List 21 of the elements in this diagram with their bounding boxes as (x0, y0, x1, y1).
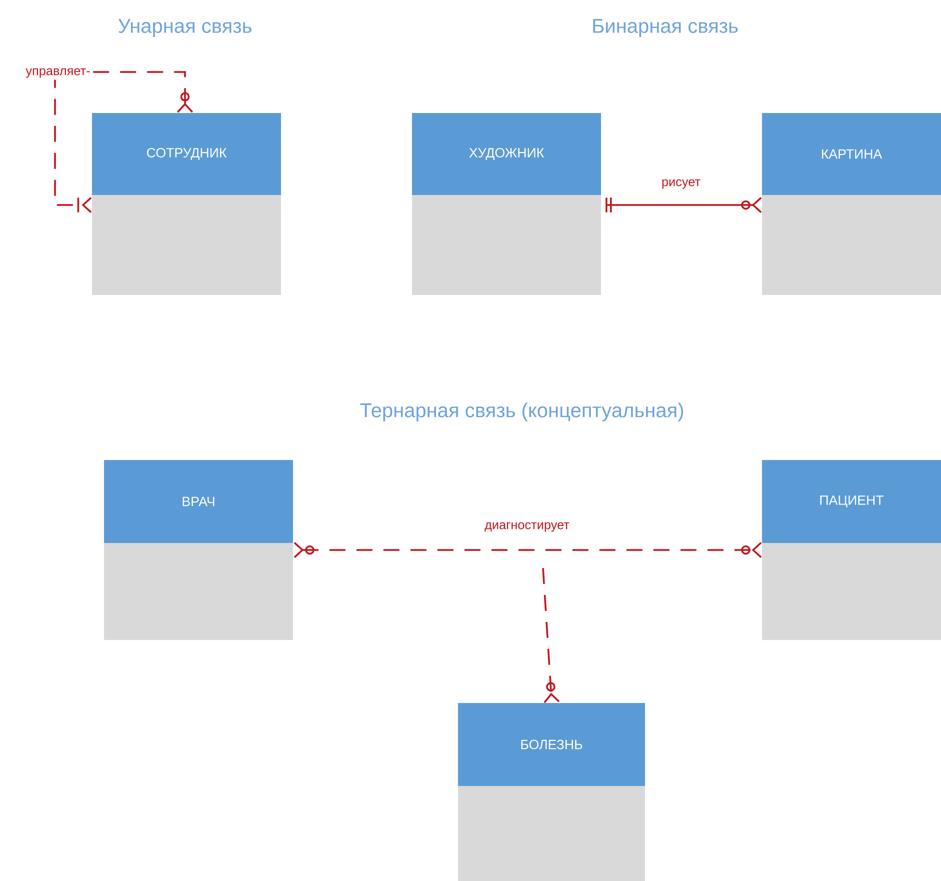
section-title: Бинарная связь (593, 19, 738, 37)
entity-box: ВРАЧ (104, 460, 293, 640)
node-label: ВРАЧ (182, 496, 214, 506)
entity-box: СОТРУДНИК (92, 113, 281, 295)
node-label: КАРТИНА (822, 149, 882, 159)
node-label: ПАЦИЕНТ (820, 496, 884, 508)
relationship-line (542, 568, 560, 704)
entity-box: КАРТИНА (762, 113, 941, 295)
entity-box: БОЛЕЗНЬ (458, 703, 645, 881)
entity-box: ПАЦИЕНТ (762, 460, 941, 640)
edge-label: диагностирует (482, 520, 572, 534)
node-label: БОЛЕЗНЬ (521, 740, 582, 750)
section-title: Тернарная связь (концептуальная) (360, 402, 684, 422)
entity-box: ХУДОЖНИК (412, 113, 601, 295)
edge-label: управляет- (24, 66, 92, 80)
edge-label: рисует (659, 177, 703, 191)
relationship-line (606, 197, 762, 213)
section-title: Унарная связь (118, 19, 252, 37)
relationship-line (294, 542, 762, 558)
node-label: СОТРУДНИК (147, 148, 227, 160)
node-label: ХУДОЖНИК (469, 148, 544, 160)
